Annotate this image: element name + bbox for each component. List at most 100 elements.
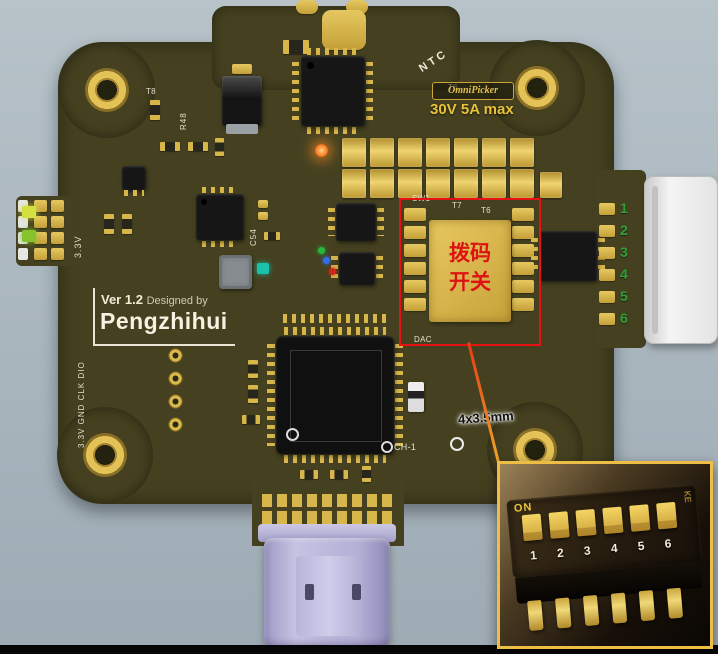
dip-number-2: 2 — [556, 545, 565, 561]
ic-pins-top — [202, 187, 238, 193]
qfn-pins-top — [307, 48, 359, 55]
small-component — [283, 40, 309, 54]
dip-switch-label-line1: 拨码 — [449, 242, 491, 265]
dip-on-label: ON — [513, 501, 533, 515]
mcu-inner-frame — [290, 350, 382, 442]
dip-switch-highlight-box — [399, 198, 541, 346]
edge-pad — [599, 313, 615, 325]
dip-actuator — [548, 511, 570, 539]
dip-actuator — [602, 506, 624, 535]
dip-pad — [512, 280, 534, 293]
capacitor — [398, 138, 422, 167]
edge-pad-white — [18, 248, 28, 260]
r48-label: R48 — [179, 112, 188, 130]
power-module — [222, 76, 262, 126]
capacitor — [482, 138, 506, 167]
small-component — [248, 360, 258, 378]
dip-pad — [404, 244, 426, 257]
smd-white-component — [408, 382, 424, 412]
dip-pad — [404, 298, 426, 311]
pin-number-2: 2 — [620, 222, 628, 238]
version-label: Ver 1.2 — [101, 292, 143, 307]
edge-pad — [599, 247, 615, 259]
test-pad-ring — [381, 441, 393, 453]
pin-number-1: 1 — [620, 200, 628, 216]
pad — [51, 216, 64, 228]
via — [168, 348, 183, 363]
dip-actuator — [656, 501, 678, 530]
version-line: Ver 1.2 Designed by — [101, 292, 208, 307]
dip-actuator — [629, 504, 651, 532]
transistor-pins — [124, 190, 144, 196]
pad — [51, 248, 64, 260]
capacitor — [370, 169, 394, 198]
dip-ke-label: KE — [682, 490, 694, 504]
dip-pad — [404, 262, 426, 275]
ic-pins — [377, 208, 384, 236]
capacitor — [454, 138, 478, 167]
ic-pins — [531, 238, 538, 274]
dip-number-5: 5 — [637, 538, 646, 554]
dip-pad — [404, 280, 426, 293]
qfn-pins-bottom — [307, 127, 359, 134]
ic-pins-bottom — [202, 241, 238, 247]
via — [168, 417, 183, 432]
mcu-pins-top — [284, 327, 386, 335]
t8-label: T8 — [146, 87, 156, 96]
silk-bracket-vertical — [93, 288, 95, 346]
dac-label: DAC — [414, 335, 432, 344]
dip-actuator — [521, 513, 543, 542]
pad — [34, 232, 47, 244]
bottom-pad-row — [262, 494, 394, 507]
capacitor — [342, 169, 366, 198]
mounting-hole-tr — [515, 66, 559, 110]
pad — [34, 200, 47, 212]
power-module-base — [226, 124, 258, 134]
small-component — [242, 415, 260, 424]
jst-connector-slot — [652, 186, 658, 334]
dip-pad — [512, 298, 534, 311]
small-component — [188, 142, 208, 151]
designed-by-label: Designed by — [146, 295, 208, 307]
pad — [34, 248, 47, 260]
omnipicker-logo: OmniPicker — [432, 82, 514, 100]
small-component — [362, 466, 371, 482]
driver-ic — [339, 252, 375, 285]
dip-pin-lead — [582, 595, 600, 627]
dip-number-3: 3 — [583, 543, 592, 558]
transistor — [122, 166, 146, 190]
top-center-pad — [322, 10, 366, 50]
dip-number-1: 1 — [529, 548, 538, 563]
pad — [232, 64, 252, 74]
dip-pin-lead — [638, 590, 656, 622]
c54-label: C54 — [249, 228, 258, 246]
capacitor — [398, 169, 422, 198]
capacitor — [454, 169, 478, 198]
mcu-pins-left — [267, 344, 275, 446]
mcu-pins-right — [395, 344, 403, 446]
via — [168, 371, 183, 386]
small-component — [248, 385, 258, 403]
dip-switch-body — [429, 220, 511, 322]
capacitor — [426, 169, 450, 198]
pad — [51, 232, 64, 244]
capacitor — [540, 172, 562, 198]
dip-pad — [512, 244, 534, 257]
t7-label: T7 — [452, 201, 462, 210]
right-ic — [539, 231, 597, 281]
bottom-border-bar — [0, 645, 718, 654]
small-component — [215, 138, 224, 156]
driver-ic — [336, 203, 376, 241]
power-rating-label: 30V 5A max — [430, 101, 514, 118]
chip-pin1-dot — [201, 199, 207, 205]
dip-actuator — [575, 508, 597, 537]
mcu-pin1-ring — [286, 428, 299, 441]
dip-pad — [512, 226, 534, 239]
mcu-pins-bottom — [284, 455, 386, 463]
small-component — [300, 470, 318, 479]
inductor — [219, 255, 252, 289]
dip-pad — [404, 208, 426, 221]
pad — [258, 212, 268, 220]
capacitor — [510, 169, 534, 198]
capacitor — [426, 138, 450, 167]
